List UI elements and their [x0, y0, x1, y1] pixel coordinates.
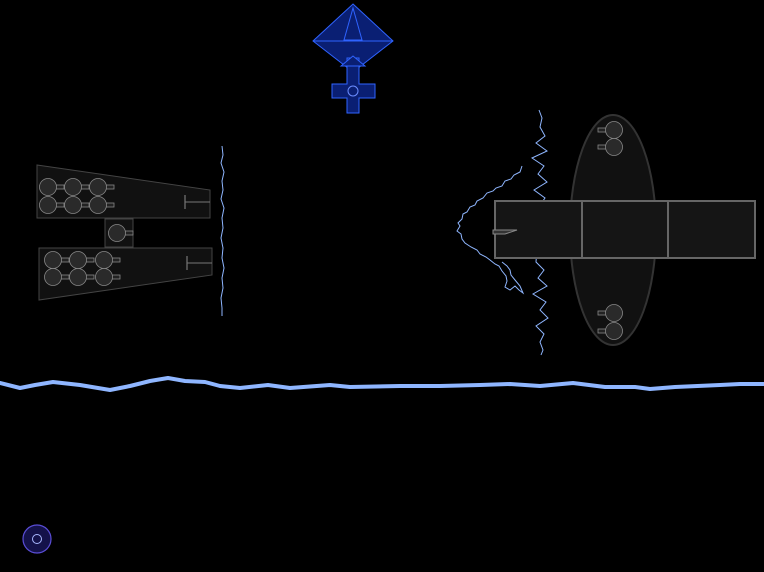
turret-left-11-body: [69, 268, 87, 286]
ground-line: [0, 376, 764, 392]
emblem-cross-cap: [339, 55, 367, 67]
turret-left-2: [64, 178, 90, 196]
turret-left-5-body: [64, 196, 82, 214]
turret-left-13: [108, 224, 134, 242]
menu-button[interactable]: [22, 524, 52, 554]
circle-button-core: [32, 534, 42, 544]
turret-right-2: [597, 138, 623, 156]
turret-right-2-body: [605, 138, 623, 156]
turret-left-9: [95, 251, 121, 269]
left-turret-group: [39, 178, 134, 286]
turret-right-3: [597, 304, 623, 322]
turret-left-10-body: [44, 268, 62, 286]
turret-left-11: [69, 268, 95, 286]
turret-left-5: [64, 196, 90, 214]
emblem-cross: [331, 57, 376, 114]
circle-button-icon: [22, 524, 52, 554]
turret-left-6-body: [89, 196, 107, 214]
enemy-ship-icon: [492, 229, 518, 235]
turret-right-4: [597, 322, 623, 340]
turret-left-3-body: [89, 178, 107, 196]
emblem-spike: [343, 6, 363, 41]
turret-left-1-body: [39, 178, 57, 196]
turret-left-4-body: [39, 196, 57, 214]
turret-left-13-body: [108, 224, 126, 242]
left-fortress-upper-wing: [36, 164, 211, 219]
turret-right-1: [597, 121, 623, 139]
turret-left-10: [44, 268, 70, 286]
turret-left-1: [39, 178, 65, 196]
right-turret-group: [597, 121, 623, 340]
turret-right-3-body: [605, 304, 623, 322]
left-fortress-lower-wing: [38, 247, 213, 301]
turret-left-4: [39, 196, 65, 214]
emblem-core: [347, 85, 359, 97]
left-fortress: [36, 164, 213, 301]
turret-left-8-body: [69, 251, 87, 269]
mothership-deck: [494, 200, 756, 259]
left-energy-barrier: [220, 145, 225, 316]
turret-left-9-body: [95, 251, 113, 269]
right-mothership: [492, 114, 756, 346]
player-emblem[interactable]: [312, 3, 394, 114]
turret-left-3: [89, 178, 115, 196]
turret-right-4-body: [605, 322, 623, 340]
turret-left-6: [89, 196, 115, 214]
turret-left-7: [44, 251, 70, 269]
turret-right-1-body: [605, 121, 623, 139]
turret-left-12: [95, 268, 121, 286]
turret-left-2-body: [64, 178, 82, 196]
right-terrain-outline: [456, 165, 525, 295]
turret-left-7-body: [44, 251, 62, 269]
turret-left-12-body: [95, 268, 113, 286]
